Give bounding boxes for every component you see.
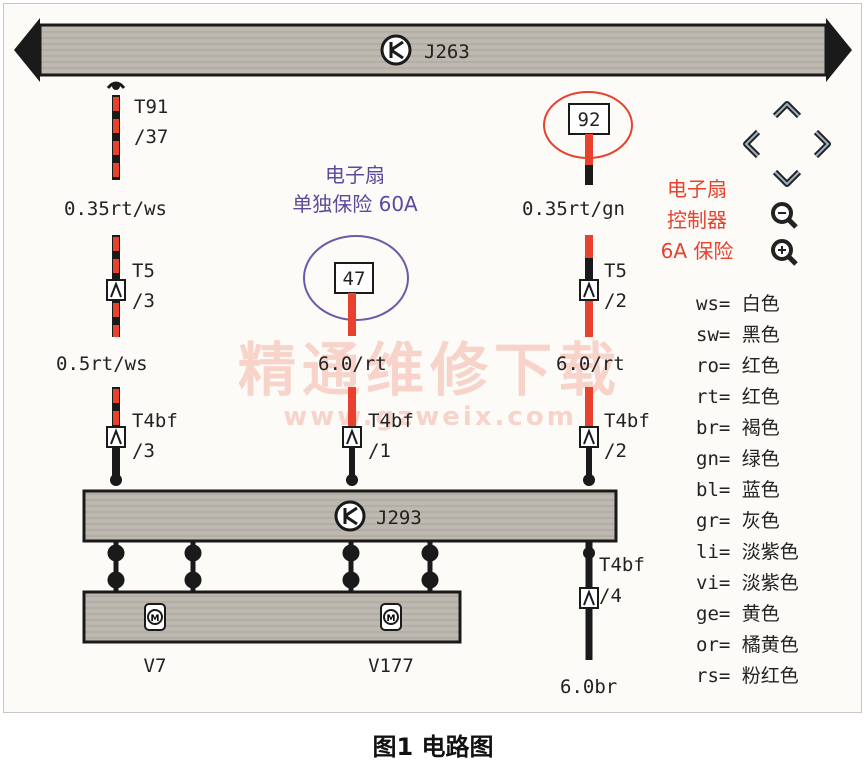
t4bf-right-label: T4bf <box>604 410 650 432</box>
wire-left-top: 0.35rt/ws <box>64 198 167 220</box>
t4bf-mid-pin: /1 <box>368 440 391 462</box>
fan-fuse-note-1: 电子扇 <box>325 163 385 187</box>
ctrl-note-3: 6A 保险 <box>661 239 734 263</box>
ground-wire <box>579 541 599 660</box>
j293-module: J293 <box>82 489 618 543</box>
fuse-47: 47 <box>334 262 374 294</box>
connector-t5-left <box>106 279 126 301</box>
fuse-92: 92 <box>568 103 610 135</box>
t5-right-label: T5 <box>604 260 627 282</box>
motor-links <box>107 541 439 592</box>
legend-entry: br= 褐色 <box>696 417 780 439</box>
legend-entry: or= 橘黄色 <box>696 634 799 656</box>
wire-middle: 6.0/rt <box>318 353 387 375</box>
ctrl-note-1: 电子扇 <box>667 177 727 201</box>
right-wire <box>583 134 595 486</box>
motor-icon: M <box>380 603 402 631</box>
control-unit-icon <box>380 34 412 66</box>
j293-label: J293 <box>376 507 422 529</box>
legend-entry: sw= 黑色 <box>696 324 780 346</box>
legend-entry: vi= 淡紫色 <box>696 572 799 594</box>
control-unit-icon <box>334 500 366 532</box>
wire-right-top: 0.35rt/gn <box>522 198 625 220</box>
fan-fuse-note-2: 单独保险 60A <box>292 192 418 216</box>
wire-right-mid: 6.0/rt <box>556 353 625 375</box>
ctrl-note-2: 控制器 <box>667 208 727 232</box>
pan-up-icon[interactable] <box>772 101 802 119</box>
watermark-line2: www.gzweix.com <box>283 402 577 432</box>
legend-entry: ws= 白色 <box>696 293 780 315</box>
t91-label: T91 <box>134 96 168 118</box>
t4bf-bottom-pin: /4 <box>599 585 622 607</box>
legend-entry: ro= 红色 <box>696 355 780 377</box>
t5-right-pin: /2 <box>604 290 627 312</box>
watermark-line1: 精通维修下载 <box>238 336 622 404</box>
pan-left-icon[interactable] <box>743 129 761 159</box>
arrow-right-icon <box>826 18 852 82</box>
j263-module: J263 <box>14 18 852 82</box>
legend-entry: gr= 灰色 <box>696 510 780 532</box>
watermark: 精通维修下载 www.gzweix.com <box>238 336 622 432</box>
legend-entry: gn= 绿色 <box>696 448 780 470</box>
pan-right-icon[interactable] <box>813 129 831 159</box>
wire-left-mid: 0.5rt/ws <box>56 353 148 375</box>
legend-entry: rs= 粉红色 <box>696 665 799 687</box>
t4bf-mid-label: T4bf <box>368 410 414 432</box>
legend-entry: rt= 红色 <box>696 386 780 408</box>
zoom-in-icon[interactable] <box>771 239 798 266</box>
t4bf-bottom-label: T4bf <box>599 554 645 576</box>
svg-text:M: M <box>387 614 396 624</box>
t4bf-left-label: T4bf <box>132 410 178 432</box>
legend-entry: bl= 蓝色 <box>696 479 780 501</box>
t4bf-left-pin: /3 <box>132 440 155 462</box>
connector-t4bf-left <box>106 426 126 448</box>
t5-left-pin: /3 <box>132 290 155 312</box>
pan-down-icon[interactable] <box>772 169 802 187</box>
motor-module: M M <box>82 590 462 644</box>
connector-t5-right <box>579 279 599 301</box>
arrow-left-icon <box>14 18 40 82</box>
v7-label: V7 <box>144 655 167 677</box>
color-legend: ws= 白色 sw= 黑色 ro= 红色 rt= 红色 br= 褐色 gn= 绿色 bl= … <box>696 293 799 687</box>
figure-caption: 图1 电路图 <box>372 733 493 761</box>
wire-ground: 6.0br <box>560 676 617 698</box>
t91-pin: /37 <box>134 126 168 148</box>
svg-text:M: M <box>151 614 160 624</box>
connector-t4bf-mid <box>342 426 362 448</box>
legend-entry: ge= 黄色 <box>696 603 780 625</box>
legend-entry: li= 淡紫色 <box>696 541 799 563</box>
fuse-47-label: 47 <box>343 268 366 290</box>
v177-label: V177 <box>368 655 414 677</box>
connector-t4bf-right <box>579 426 599 448</box>
fuse-92-label: 92 <box>578 109 601 131</box>
t4bf-right-pin: /2 <box>604 440 627 462</box>
zoom-out-icon[interactable] <box>771 202 798 229</box>
motor-icon: M <box>144 603 166 631</box>
t5-left-label: T5 <box>132 260 155 282</box>
j263-label: J263 <box>424 41 470 63</box>
